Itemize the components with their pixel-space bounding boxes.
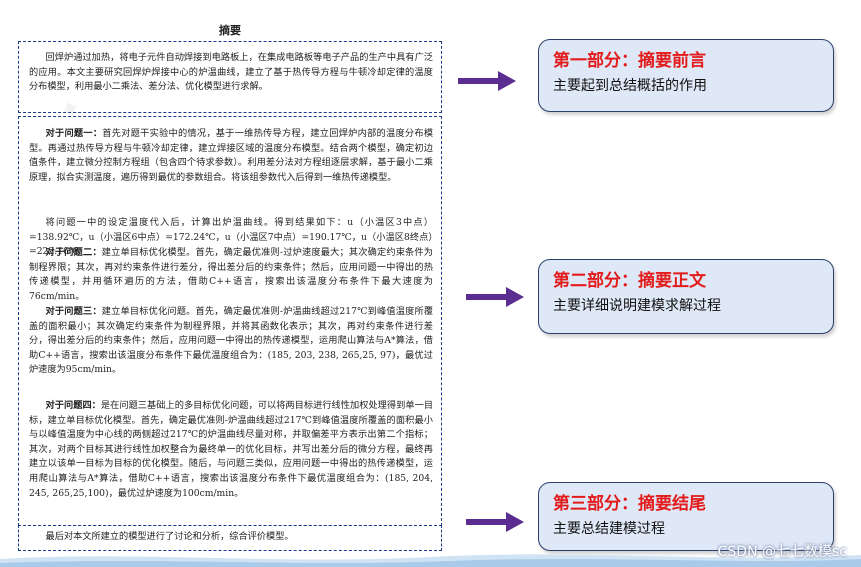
paragraph-text: 回焊炉通过加热，将电子元件自动焊接到电路板上，在集成电路板等电子产品的生产中具有… [29, 52, 433, 93]
document-title: 摘要 [219, 24, 241, 37]
callout-text: 主要详细说明建模求解过程 [553, 298, 721, 314]
arrow-right-icon [458, 71, 516, 91]
paragraph-problem-4: 对于问题四：是在问题三基础上的多目标优化问题，可以将两目标进行线性加权处理得到单… [29, 399, 433, 501]
paragraph-intro: 回焊炉通过加热，将电子元件自动焊接到电路板上，在集成电路板等电子产品的生产中具有… [29, 51, 433, 95]
paragraph-problem-3: 对于问题三：建立单目标优化问题。首先，确定最优准则-炉温曲线超过217℃到峰值温… [29, 305, 433, 378]
paragraph-text: 建立单目标优化模型。首先，确定最优准则-过炉速度最大；其次确定约束条件为制程界限… [29, 247, 433, 302]
callout-text: 主要起到总结概括的作用 [553, 78, 707, 94]
conclusion-section-box [18, 525, 442, 551]
callout-part-3: 第三部分：摘要结尾 主要总结建模过程 [538, 482, 834, 551]
callout-title: 第二部分：摘要正文 [553, 271, 706, 291]
callout-part-2: 第二部分：摘要正文 主要详细说明建模求解过程 [538, 259, 834, 334]
paragraph-text: 首先对题干实验中的情况，基于一维热传导方程，建立回焊炉内部的温度分布模型。再通过… [29, 128, 433, 183]
credit-watermark: CSDN @七七数模sc [717, 544, 847, 560]
paragraph-lead: 对于问题一： [45, 128, 103, 139]
paragraph-text: 建立单目标优化问题。首先，确定最优准则-炉温曲线超过217℃到峰值温度所覆盖的面… [29, 306, 433, 376]
paragraph-text: 是在问题三基础上的多目标优化问题，可以将两目标进行线性加权处理得到单一目标，建立… [29, 400, 433, 499]
callout-text: 主要总结建模过程 [553, 521, 665, 537]
paragraph-lead: 对于问题二： [45, 247, 102, 258]
callout-part-1: 第一部分：摘要前言 主要起到总结概括的作用 [538, 39, 834, 112]
paragraph-problem-2: 对于问题二：建立单目标优化模型。首先，确定最优准则-过炉速度最大；其次确定约束条… [29, 246, 433, 304]
callout-title: 第一部分：摘要前言 [553, 51, 706, 71]
paragraph-lead: 对于问题四： [45, 400, 101, 411]
paragraph-lead: 对于问题三： [45, 306, 102, 317]
arrow-right-icon [466, 512, 524, 532]
intro-section-box [18, 41, 442, 113]
paragraph-problem-1-results: 将问题一中的设定温度代入后，计算出炉温曲线。得到结果如下：u（小温区3中点）=1… [29, 216, 433, 260]
paragraph-problem-1: 对于问题一：首先对题干实验中的情况，基于一维热传导方程，建立回焊炉内部的温度分布… [29, 127, 433, 185]
paragraph-text: 最后对本文所建立的模型进行了讨论和分析，综合评价模型。 [45, 531, 294, 542]
paragraph-text: 将问题一中的设定温度代入后，计算出炉温曲线。得到结果如下：u（小温区3中点）=1… [29, 217, 433, 258]
arrow-right-icon [466, 287, 524, 307]
abstract-document: ✦ 摘要 回焊炉通过加热，将电子元件自动焊接到电路板上，在集成电路板等电子产品的… [18, 24, 442, 551]
paragraph-conclusion: 最后对本文所建立的模型进行了讨论和分析，综合评价模型。 [29, 530, 433, 545]
callout-title: 第三部分：摘要结尾 [553, 494, 706, 514]
wave-decoration [0, 554, 861, 567]
